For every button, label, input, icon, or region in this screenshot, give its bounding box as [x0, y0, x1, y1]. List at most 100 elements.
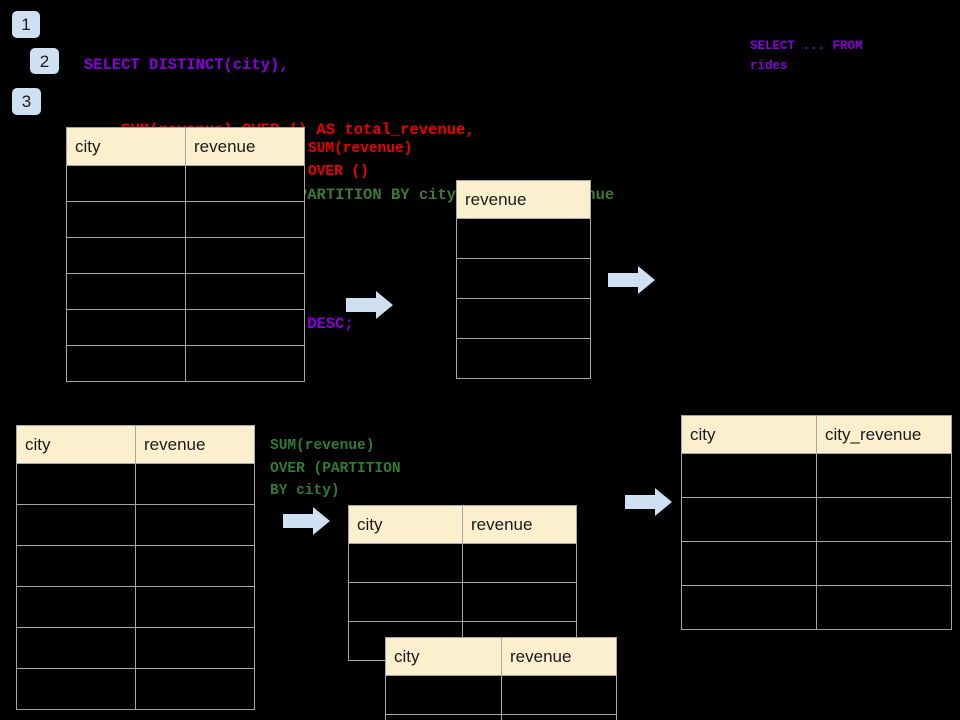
partition-group-table-front: city revenue — [385, 637, 617, 720]
right-arrow-icon — [608, 266, 655, 294]
table-cell — [501, 714, 617, 720]
step-badge-3: 3 — [12, 88, 41, 115]
table-cell — [16, 463, 136, 505]
table-header-row: city revenue — [348, 505, 577, 544]
table-row — [456, 298, 591, 339]
column-header-city-revenue: city_revenue — [816, 415, 952, 454]
table-row — [456, 218, 591, 259]
annotation-city-revenue: SUM(revenue) OVER (PARTITION BY city) — [270, 438, 401, 499]
table-row — [385, 675, 617, 715]
table-row — [681, 585, 952, 630]
column-header-city: city — [66, 127, 186, 166]
table-cell — [501, 675, 617, 715]
table-cell — [16, 627, 136, 669]
column-header-city: city — [16, 425, 136, 464]
table-header-row: revenue — [456, 180, 591, 219]
table-row — [16, 545, 255, 587]
table-cell — [385, 675, 502, 715]
table-cell — [816, 497, 952, 542]
column-header-revenue: revenue — [185, 127, 305, 166]
table-cell — [816, 541, 952, 586]
table-cell — [385, 714, 502, 720]
table-cell — [185, 345, 305, 382]
table-row — [385, 714, 617, 720]
table-cell — [681, 585, 817, 630]
arrow-source-to-partition — [283, 506, 331, 536]
step-badge-3-label: 3 — [21, 92, 32, 111]
table-row — [66, 273, 305, 310]
table-cell — [16, 545, 136, 587]
table-row — [16, 627, 255, 669]
table-cell — [135, 545, 255, 587]
table-cell — [456, 298, 591, 339]
step-badge-1-label: 1 — [21, 15, 31, 34]
table-cell — [135, 463, 255, 505]
table-cell — [16, 586, 136, 628]
sql-code-line-1: SELECT DISTINCT(city), — [84, 56, 289, 75]
table-cell — [681, 453, 817, 498]
table-body — [16, 463, 255, 710]
table-cell — [66, 165, 186, 202]
table-row — [66, 201, 305, 238]
table-cell — [348, 543, 463, 583]
table-cell — [135, 668, 255, 710]
table-cell — [66, 345, 186, 382]
right-arrow-icon — [346, 291, 393, 319]
table-row — [66, 165, 305, 202]
table-cell — [456, 218, 591, 259]
table-row — [681, 541, 952, 586]
table-cell — [462, 582, 577, 622]
table-row — [681, 453, 952, 498]
right-arrow-icon — [283, 507, 330, 535]
table-cell — [456, 258, 591, 299]
table-header-row: city city_revenue — [681, 415, 952, 454]
table-row — [66, 309, 305, 346]
step-badge-1: 1 — [12, 11, 40, 38]
table-cell — [185, 201, 305, 238]
table-cell — [681, 541, 817, 586]
column-header-revenue: revenue — [135, 425, 255, 464]
table-body — [681, 453, 952, 630]
table-cell — [348, 582, 463, 622]
table-cell — [16, 668, 136, 710]
column-header-city: city — [681, 415, 817, 454]
table-cell — [816, 585, 952, 630]
column-header-revenue: revenue — [456, 180, 591, 219]
table-row — [348, 582, 577, 622]
table-cell — [66, 237, 186, 274]
arrow-partition-to-result — [625, 487, 673, 517]
table-row — [16, 586, 255, 628]
step-badge-2: 2 — [30, 48, 59, 74]
table-row — [456, 338, 591, 379]
table-body — [385, 675, 617, 720]
column-header-revenue: revenue — [462, 505, 577, 544]
table-header-row: city revenue — [16, 425, 255, 464]
sql-side-note: SELECT ... FROM rides — [750, 39, 863, 73]
rides-source-table-partition: city revenue — [16, 425, 255, 710]
table-row — [66, 237, 305, 274]
partition-group-table-back: city revenue — [348, 505, 577, 661]
final-result-table: city city_revenue — [681, 415, 952, 630]
arrow-total-to-result — [608, 265, 656, 295]
table-row — [16, 668, 255, 710]
table-cell — [185, 273, 305, 310]
table-row — [348, 543, 577, 583]
column-header-city: city — [348, 505, 463, 544]
table-cell — [135, 586, 255, 628]
table-cell — [185, 237, 305, 274]
annotation-total-revenue: SUM(revenue) OVER () — [308, 141, 413, 180]
table-cell — [135, 504, 255, 546]
table-cell — [66, 201, 186, 238]
rides-source-table: city revenue — [66, 127, 305, 382]
table-cell — [135, 627, 255, 669]
column-header-city: city — [385, 637, 502, 676]
table-cell — [462, 543, 577, 583]
table-cell — [66, 273, 186, 310]
table-cell — [681, 497, 817, 542]
table-cell — [66, 309, 186, 346]
table-cell — [16, 504, 136, 546]
table-cell — [185, 309, 305, 346]
table-cell — [816, 453, 952, 498]
table-row — [681, 497, 952, 542]
